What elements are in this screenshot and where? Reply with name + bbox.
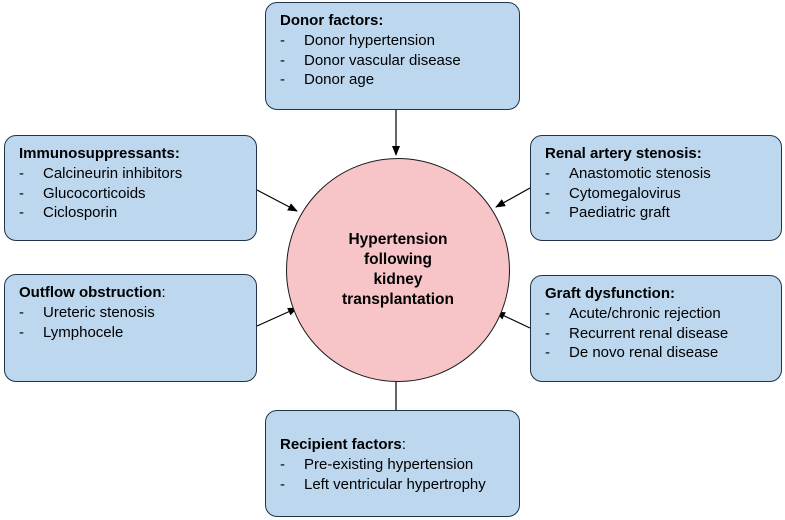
list-item: -Glucocorticoids (19, 184, 146, 202)
list-item: -Anastomotic stenosis (545, 165, 711, 182)
list-item: -Donor vascular disease (280, 51, 461, 69)
arrow-renal-artery-stenosis (495, 187, 531, 208)
list-item: -Paediatric graft (545, 204, 670, 221)
list-item: -Cytomegalovirus (545, 184, 681, 202)
central-concept-text: Hypertension following kidney transplant… (323, 230, 473, 310)
box-title: Donor factors: (280, 12, 384, 29)
outflow-obstruction-box: Outflow obstruction: -Ureteric stenosis … (4, 274, 257, 382)
list-item: -Recurrent renal disease (545, 324, 729, 342)
center-line: Hypertension (348, 231, 448, 248)
factor-list: -Calcineurin inhibitors -Glucocorticoids… (19, 164, 256, 223)
box-title: Recipient factors: (280, 436, 406, 453)
center-line: transplantation (342, 291, 454, 308)
factor-list: -Ureteric stenosis -Lymphocele (19, 303, 256, 342)
arrow-outflow-obstruction (256, 307, 298, 327)
graft-dysfunction-box: Graft dysfunction: -Acute/chronic reject… (530, 275, 782, 382)
arrow-immunosuppressants (256, 189, 298, 212)
list-item: -Ciclosporin (19, 204, 118, 221)
list-item: -Donor age (280, 71, 375, 88)
box-title: Immunosuppressants: (19, 145, 180, 162)
list-item: -Lymphocele (19, 323, 124, 341)
arrow-graft-dysfunction (495, 311, 531, 329)
list-item: -Ureteric stenosis (19, 304, 155, 321)
renal-artery-stenosis-box: Renal artery stenosis: -Anastomotic sten… (530, 135, 782, 241)
central-concept-circle: Hypertension following kidney transplant… (286, 158, 510, 382)
list-item: -Left ventricular hypertrophy (280, 475, 486, 493)
list-item: -Calcineurin inhibitors (19, 165, 183, 182)
recipient-factors-box: Recipient factors: -Pre-existing hyperte… (265, 410, 520, 517)
box-title: Outflow obstruction: (19, 284, 166, 301)
list-item: -De novo renal disease (545, 344, 719, 361)
list-item: -Donor hypertension (280, 32, 435, 49)
list-item: -Pre-existing hypertension (280, 456, 474, 473)
donor-factors-box: Donor factors: -Donor hypertension -Dono… (265, 2, 520, 110)
list-item: -Acute/chronic rejection (545, 305, 721, 322)
center-line: following (363, 251, 432, 268)
box-title: Graft dysfunction: (545, 285, 675, 302)
factor-list: -Pre-existing hypertension -Left ventric… (280, 455, 519, 494)
factor-list: -Donor hypertension -Donor vascular dise… (280, 31, 519, 90)
immunosuppressants-box: Immunosuppressants: -Calcineurin inhibit… (4, 135, 257, 241)
factor-list: -Acute/chronic rejection -Recurrent rena… (545, 304, 781, 363)
box-title: Renal artery stenosis: (545, 145, 702, 162)
center-line: kidney (373, 271, 423, 288)
factor-list: -Anastomotic stenosis -Cytomegalovirus -… (545, 164, 781, 223)
